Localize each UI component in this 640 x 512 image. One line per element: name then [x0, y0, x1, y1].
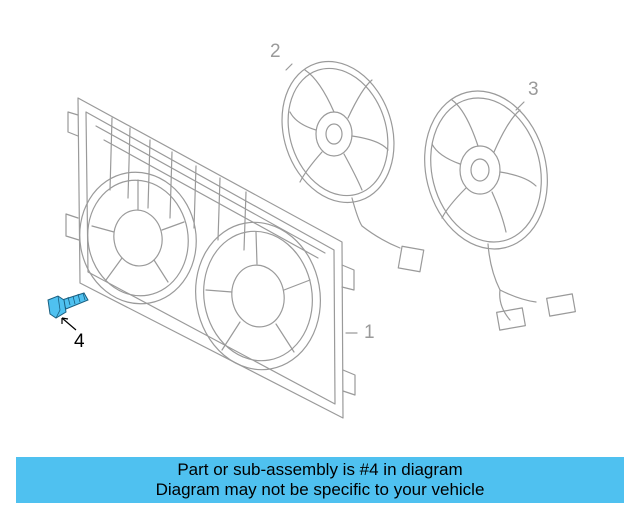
callout-4: 4 — [74, 331, 85, 352]
info-banner: Part or sub-assembly is #4 in diagram Di… — [16, 457, 624, 503]
banner-line-1: Part or sub-assembly is #4 in diagram — [177, 460, 463, 479]
parts-diagram — [47, 60, 576, 419]
callout-3: 3 — [528, 79, 539, 100]
fan-motor-part-2 — [281, 60, 425, 273]
fan-shroud-part-1 — [65, 97, 356, 419]
bolt-part-4[interactable] — [47, 292, 89, 319]
leader-line-4 — [61, 317, 77, 331]
leader-line-2 — [285, 63, 293, 71]
callout-1: 1 — [364, 322, 375, 343]
leader-line-3 — [515, 101, 525, 111]
fan-motor-part-3 — [424, 90, 576, 331]
banner-line-2: Diagram may not be specific to your vehi… — [155, 480, 485, 499]
callout-2: 2 — [270, 41, 281, 62]
